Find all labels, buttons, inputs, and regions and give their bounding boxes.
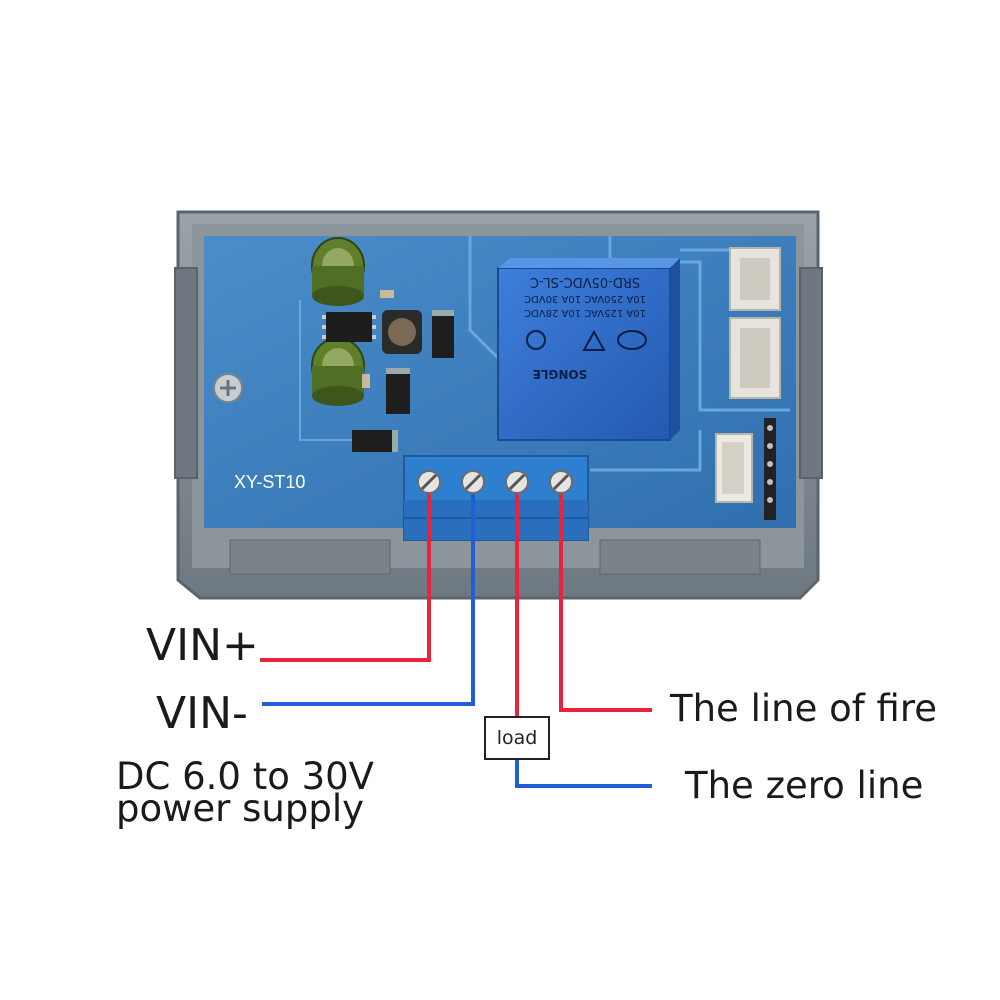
diode-icon xyxy=(386,368,410,414)
relay-icon xyxy=(497,258,680,441)
terminal-screw-icon xyxy=(549,470,573,494)
power-supply-label-line1: DC 6.0 to 30V xyxy=(116,755,374,798)
relay-brand-text: SONGLE xyxy=(533,367,588,381)
vin-plus-wire xyxy=(260,494,431,662)
relay-rating-text-2: 10A 125VAC 10A 28VDC xyxy=(524,307,646,318)
terminal-block xyxy=(403,455,589,541)
pin-header-icon xyxy=(764,418,776,520)
terminal-screw-icon xyxy=(461,470,485,494)
mounting-screw-icon xyxy=(213,373,243,403)
relay-model-text: SRD-05VDC-SL-C xyxy=(530,274,640,289)
vin-plus-label: VIN+ xyxy=(146,620,259,671)
ic-chip-icon xyxy=(322,312,376,342)
connector-icon xyxy=(729,247,781,311)
terminal-screw-icon xyxy=(417,470,441,494)
connector-icon xyxy=(715,433,753,503)
zero-line-wire xyxy=(515,760,652,788)
connector-icon xyxy=(729,317,781,399)
load-box: load xyxy=(484,716,550,760)
certification-mark-icon xyxy=(526,329,647,351)
relay-rating-text-1: 10A 250VAC 10A 30VDC xyxy=(524,293,646,304)
capacitor-icon xyxy=(311,337,365,406)
diode-icon xyxy=(352,430,398,452)
capacitor-icon xyxy=(311,237,365,306)
vin-minus-label: VIN- xyxy=(156,688,248,739)
power-supply-label-line2: power supply xyxy=(116,787,364,830)
vin-minus-wire xyxy=(262,494,475,706)
zero-line-label: The zero line xyxy=(685,764,924,807)
inductor-icon xyxy=(382,310,422,354)
diode-icon xyxy=(432,310,454,358)
board-model-label: XY-ST10 xyxy=(234,472,305,492)
fire-line-wire xyxy=(559,494,652,712)
terminal-screw-icon xyxy=(505,470,529,494)
fire-line-label: The line of fire xyxy=(670,687,938,730)
